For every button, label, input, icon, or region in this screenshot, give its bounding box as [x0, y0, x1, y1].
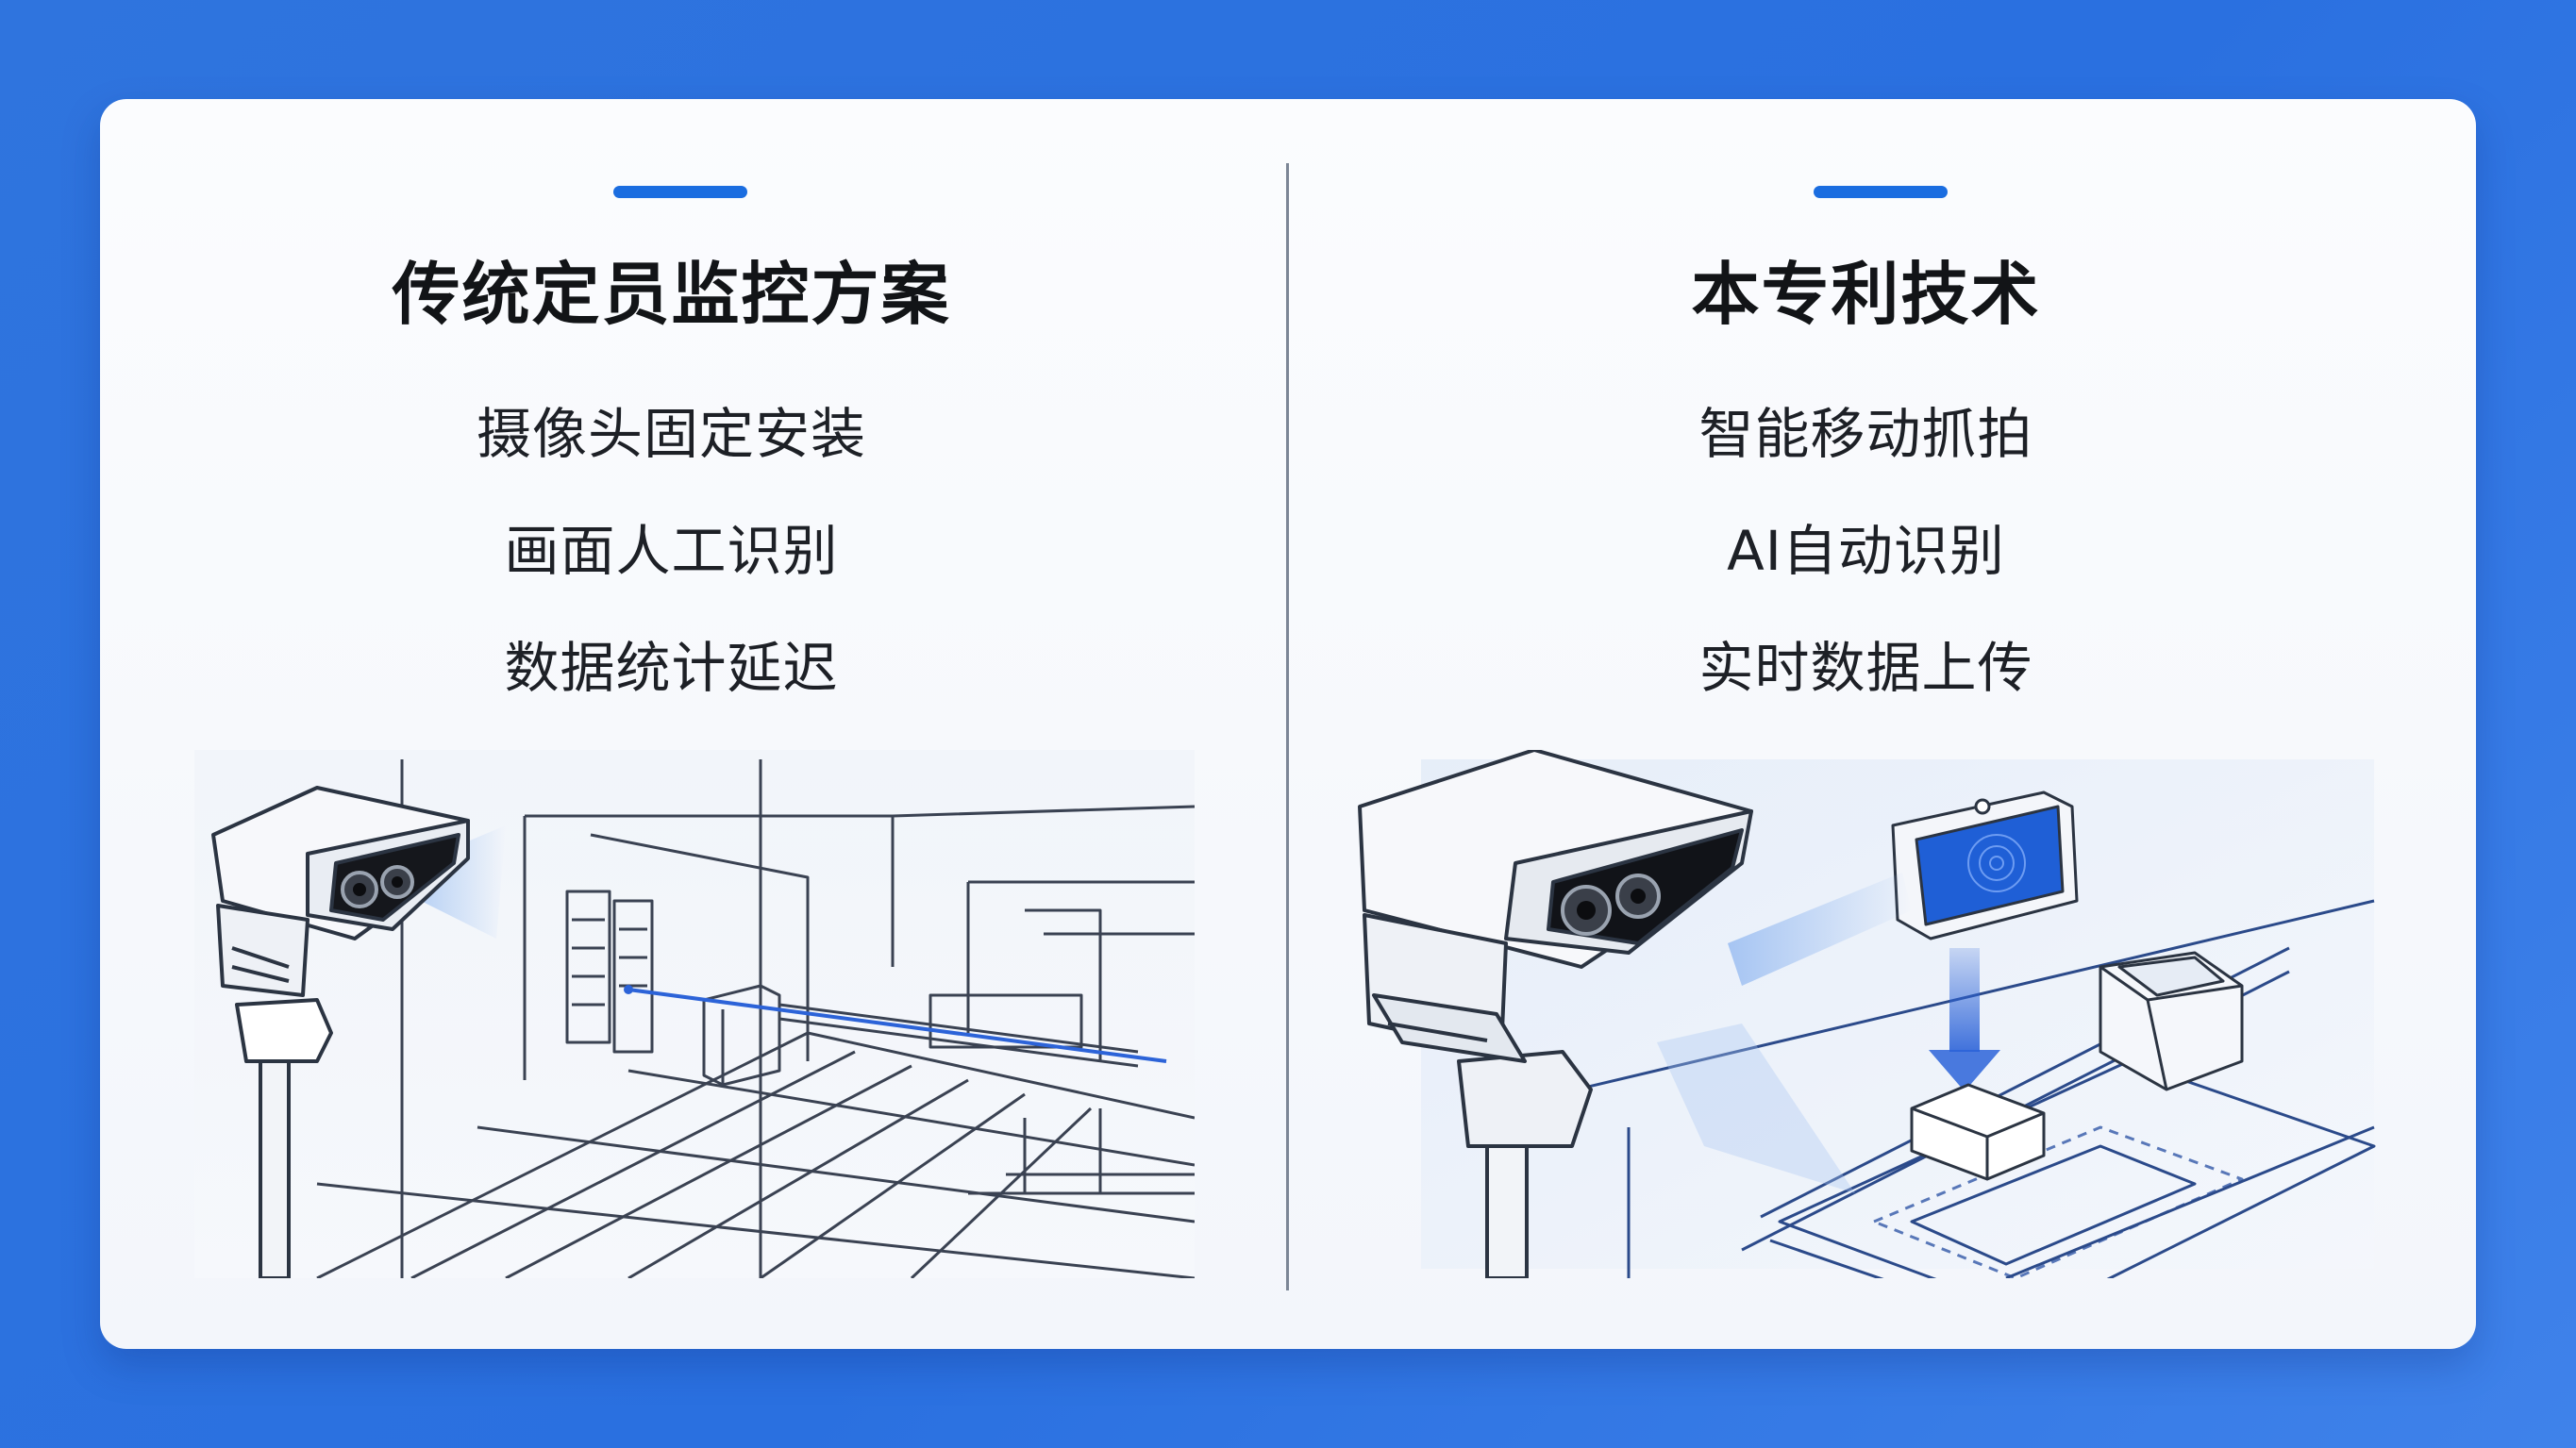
traditional-item-3: 数据统计延迟 — [504, 636, 839, 700]
fixed-camera-illustration — [194, 750, 1195, 1278]
left-accent-bar — [613, 186, 747, 198]
center-divider — [1286, 163, 1289, 1290]
traditional-item-1: 摄像头固定安装 — [476, 402, 866, 466]
smart-camera-illustration — [1358, 750, 2376, 1278]
traditional-title: 传统定员监控方案 — [392, 255, 951, 334]
patent-item-1: 智能移动抓拍 — [1698, 402, 2033, 466]
patent-title: 本专利技术 — [1691, 255, 2041, 334]
traditional-item-2: 画面人工识别 — [504, 519, 839, 583]
patent-item-3: 实时数据上传 — [1698, 636, 2033, 700]
right-accent-bar — [1814, 186, 1948, 198]
patent-panel: 本专利技术 智能移动抓拍 AI自动识别 实时数据上传 — [1289, 99, 2475, 1349]
comparison-card: 传统定员监控方案 摄像头固定安装 画面人工识别 数据统计延迟 — [100, 99, 2476, 1349]
traditional-panel: 传统定员监控方案 摄像头固定安装 画面人工识别 数据统计延迟 — [100, 99, 1286, 1349]
patent-item-2: AI自动识别 — [1727, 519, 2005, 583]
